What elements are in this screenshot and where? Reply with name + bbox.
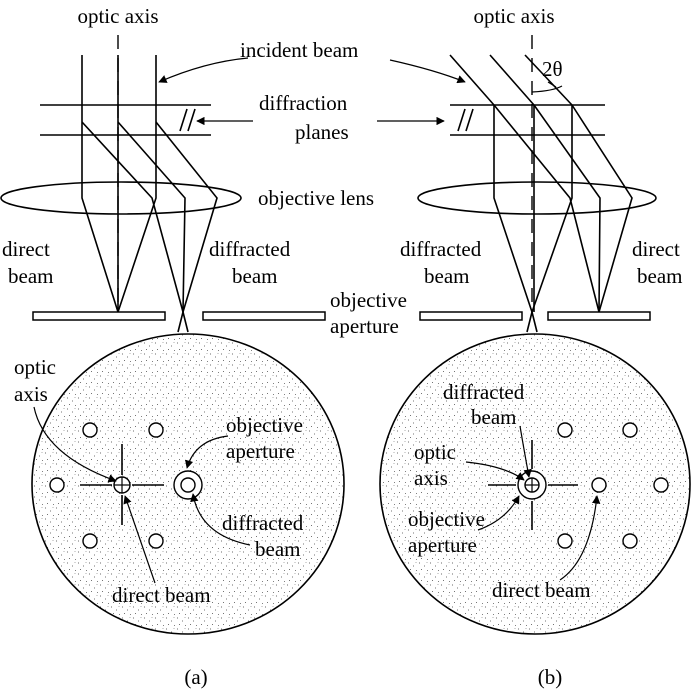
screen-b-objective-aperture-arrow bbox=[477, 495, 520, 531]
screen-b-objective-aperture-label-line2: aperture bbox=[408, 533, 477, 557]
incident-beam-arrow-a bbox=[158, 57, 249, 83]
diffraction-planes-label-line2: planes bbox=[295, 120, 349, 144]
objective-aperture-right-bar-b bbox=[547, 311, 651, 321]
incident-beam-label: incident beam bbox=[240, 38, 358, 62]
incident-beam-rays-a bbox=[81, 55, 157, 105]
screen-b-diffracted-beam-label-line1: diffracted bbox=[443, 380, 525, 404]
diffraction-spot bbox=[148, 533, 164, 549]
diffraction-planes-hatch-b bbox=[457, 108, 474, 132]
diffraction-spot bbox=[148, 422, 164, 438]
two-theta-marker bbox=[531, 81, 563, 93]
shared-labels: incident beam diffraction planes objecti… bbox=[158, 38, 466, 338]
direct-beam-label-b-line2: beam bbox=[637, 264, 682, 288]
caption-a: (a) bbox=[184, 665, 207, 689]
objective-aperture-label-line1: objective bbox=[330, 288, 407, 312]
diffraction-planes-label-line1: diffraction bbox=[259, 91, 348, 115]
viewing-screen-b: diffracted beam optic axis objective ape… bbox=[379, 333, 691, 635]
diffracted-beam-label-b-line2: beam bbox=[424, 264, 469, 288]
screen-b-direct-beam-label: direct beam bbox=[492, 578, 591, 602]
diffraction-spot bbox=[622, 533, 638, 549]
diffracted-beam-label-b-line1: diffracted bbox=[400, 237, 482, 261]
direct-beam-rays-a bbox=[81, 105, 157, 313]
diffraction-spot bbox=[622, 422, 638, 438]
screen-b-diffracted-beam-label-line2: beam bbox=[471, 405, 516, 429]
direct-beam-label-a-line1: direct bbox=[2, 237, 50, 261]
direct-beam-rays-b bbox=[493, 104, 633, 313]
diffraction-planes-hatch-a bbox=[179, 108, 196, 132]
screen-b-objective-aperture-label-line1: objective bbox=[408, 507, 485, 531]
objective-aperture-left-bar-b bbox=[419, 311, 523, 321]
objective-lens-b bbox=[417, 181, 657, 215]
optic-axis-crosshair-b bbox=[488, 440, 578, 530]
objective-aperture-label-line2: aperture bbox=[330, 314, 399, 338]
objective-aperture-left-bar-a bbox=[32, 311, 166, 321]
screen-b-direct-beam-arrow bbox=[559, 495, 601, 581]
screen-a-direct-beam-arrow bbox=[123, 495, 156, 584]
screen-b-optic-axis-label-line1: optic bbox=[414, 440, 456, 464]
diffraction-spot bbox=[557, 422, 573, 438]
diffracted-beam-label-a-line1: diffracted bbox=[209, 237, 291, 261]
panel-a-ray-diagram: optic axis direct beam bbox=[0, 4, 326, 333]
objective-lens-label: objective lens bbox=[258, 186, 374, 210]
screen-a-diffracted-beam-label-line1: diffracted bbox=[222, 511, 304, 535]
diffraction-spot bbox=[82, 422, 98, 438]
objective-aperture-right-bar-a bbox=[202, 311, 326, 321]
screen-b-optic-axis-label-line2: axis bbox=[414, 466, 448, 490]
diffracted-beam-spot-a bbox=[180, 477, 196, 493]
screen-b-optic-axis-arrow bbox=[465, 461, 525, 481]
diffraction-spot bbox=[49, 477, 65, 493]
direct-beam-label-b-line1: direct bbox=[632, 237, 680, 261]
screen-a-objective-aperture-label-line1: objective bbox=[226, 413, 303, 437]
diffraction-spot bbox=[557, 533, 573, 549]
optic-axis-label-a: optic axis bbox=[77, 4, 158, 28]
optic-axis-crosshair-a bbox=[80, 444, 164, 525]
panel-b-ray-diagram: optic axis bbox=[400, 4, 682, 333]
screen-a-diffracted-beam-arrow bbox=[190, 493, 251, 546]
direct-beam-label-a-line2: beam bbox=[8, 264, 53, 288]
screen-a-optic-axis-arrow bbox=[33, 406, 117, 483]
caption-b: (b) bbox=[538, 665, 563, 689]
optic-axis-label-b: optic axis bbox=[473, 4, 554, 28]
screen-a-objective-aperture-arrow bbox=[185, 435, 229, 469]
screen-a-objective-aperture-label-line2: aperture bbox=[226, 439, 295, 463]
diffraction-spot bbox=[82, 533, 98, 549]
diffraction-spot bbox=[653, 477, 669, 493]
incident-beam-arrow-b bbox=[389, 59, 466, 84]
screen-a-optic-axis-label-line1: optic bbox=[14, 355, 56, 379]
screen-b-diffracted-beam-arrow bbox=[519, 425, 532, 478]
diffracted-beam-label-a-line2: beam bbox=[232, 264, 277, 288]
screen-a-optic-axis-label-line2: axis bbox=[14, 382, 48, 406]
objective-lens-a bbox=[0, 181, 242, 215]
diffracted-beam-rays-b bbox=[493, 105, 573, 333]
screen-a-diffracted-beam-label-line2: beam bbox=[255, 537, 300, 561]
screen-a-direct-beam-label: direct beam bbox=[112, 583, 211, 607]
incident-beam-rays-b bbox=[449, 54, 573, 106]
diffracted-beam-rays-a bbox=[81, 121, 218, 333]
two-theta-label: 2θ bbox=[542, 57, 563, 81]
direct-beam-spot-b bbox=[591, 477, 607, 493]
viewing-screen-a: optic axis objective aperture diffracted… bbox=[14, 333, 345, 635]
